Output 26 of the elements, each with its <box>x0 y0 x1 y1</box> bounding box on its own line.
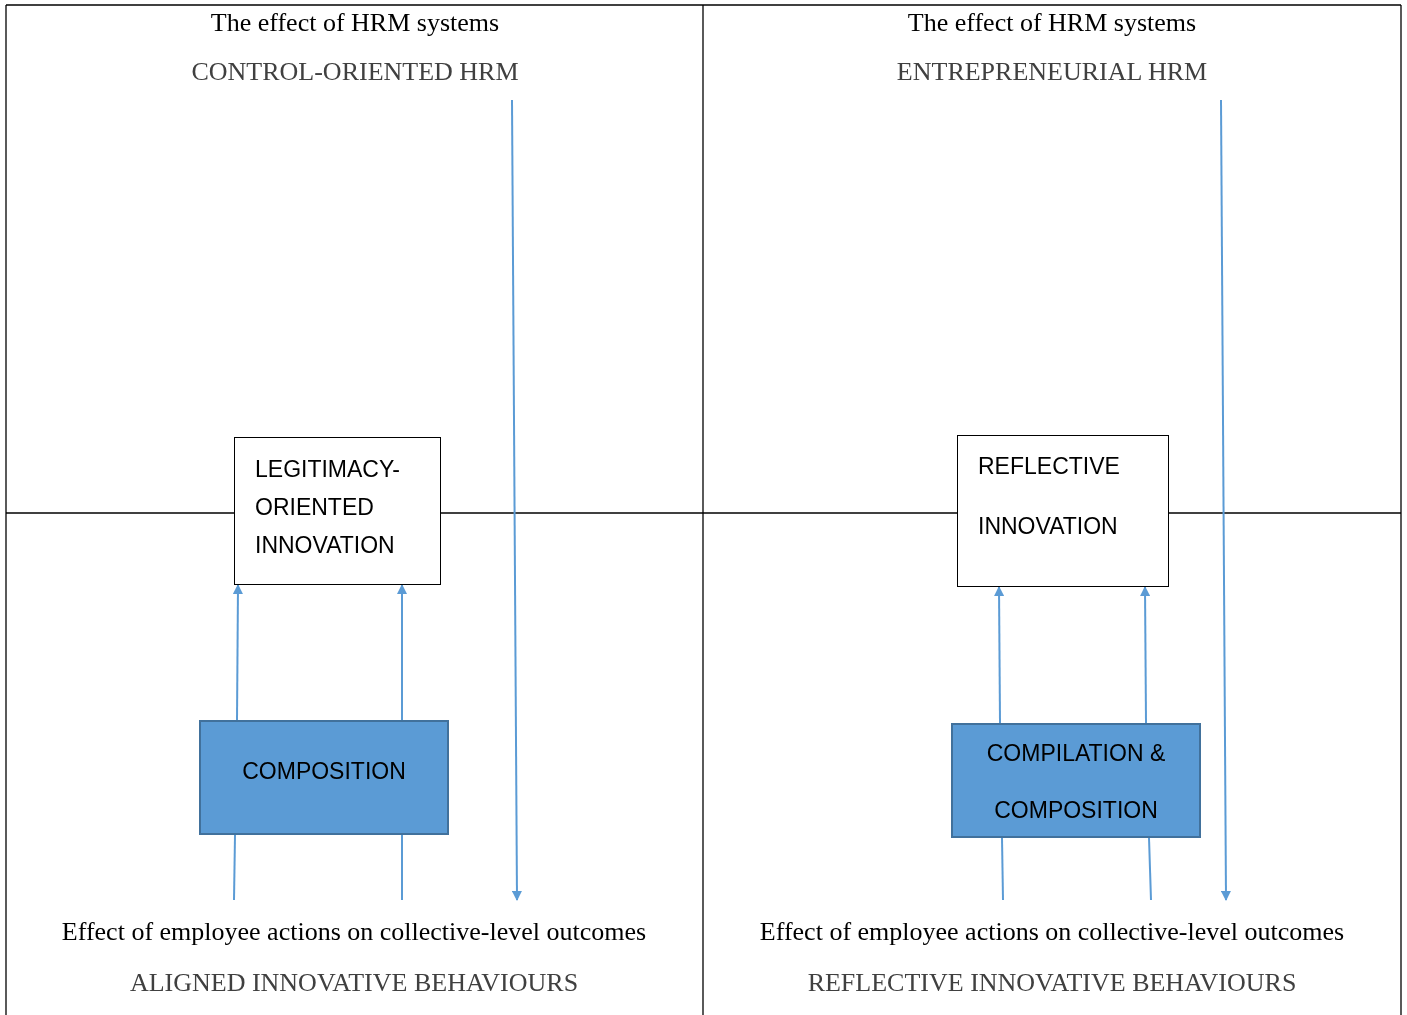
process-box <box>957 435 1169 587</box>
process-box <box>234 437 441 585</box>
subheading-text: CONTROL-ORIENTED HRM <box>190 57 520 87</box>
arrow <box>232 584 243 721</box>
arrow <box>1140 586 1151 724</box>
connector-line <box>1148 837 1152 901</box>
heading-text: Effect of employee actions on collective-level outcomes <box>60 917 648 947</box>
connector-line <box>401 834 403 901</box>
filled-box <box>951 723 1201 838</box>
connector-line <box>233 834 236 901</box>
subheading-text: REFLECTIVE INNOVATIVE BEHAVIOURS <box>806 968 1298 998</box>
arrow <box>1220 99 1231 901</box>
subheading-text: ENTREPRENEURIAL HRM <box>895 57 1209 87</box>
box-text: COMPOSITION <box>241 757 407 786</box>
filled-box <box>199 720 449 835</box>
connector-line <box>1001 837 1004 901</box>
heading-text: The effect of HRM systems <box>209 8 501 38</box>
arrow <box>994 586 1005 724</box>
arrow <box>511 99 522 901</box>
heading-text: The effect of HRM systems <box>906 8 1198 38</box>
heading-text: Effect of employee actions on collective-level outcomes <box>758 917 1346 947</box>
box-text: REFLECTIVE INNOVATION <box>978 452 1121 541</box>
box-text: LEGITIMACY-ORIENTED INNOVATION <box>255 455 401 560</box>
arrow <box>397 584 407 721</box>
subheading-text: ALIGNED INNOVATIVE BEHAVIOURS <box>128 968 580 998</box>
box-text: COMPILATION & COMPOSITION <box>985 739 1167 825</box>
